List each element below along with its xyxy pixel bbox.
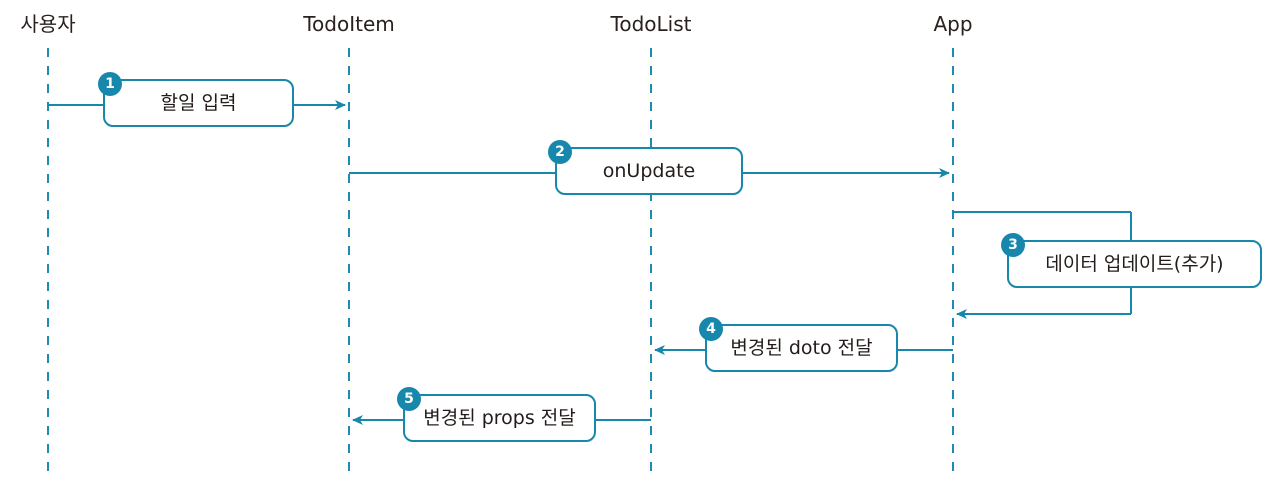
message-label-5: 변경된 props 전달 xyxy=(423,406,576,429)
sequence-badge-5: 5 xyxy=(397,387,421,411)
message-label-3: 데이터 업데이트(추가) xyxy=(1045,252,1224,275)
participant-header-todoitem[interactable]: TodoItem xyxy=(303,12,395,36)
sequence-badge-1: 1 xyxy=(98,72,122,96)
sequence-badge-2: 2 xyxy=(548,140,572,164)
message-box-5[interactable]: 변경된 props 전달 xyxy=(403,394,596,442)
participant-header-user[interactable]: 사용자 xyxy=(20,12,76,36)
message-box-2[interactable]: onUpdate xyxy=(555,147,743,195)
message-label-4: 변경된 doto 전달 xyxy=(730,336,873,359)
message-label-1: 할일 입력 xyxy=(160,91,237,114)
participant-header-app[interactable]: App xyxy=(933,12,973,36)
sequence-badge-3: 3 xyxy=(1001,233,1025,257)
message-label-2: onUpdate xyxy=(602,159,696,182)
message-box-3[interactable]: 데이터 업데이트(추가) xyxy=(1007,240,1262,288)
message-box-4[interactable]: 변경된 doto 전달 xyxy=(705,324,898,372)
participant-header-todolist[interactable]: TodoList xyxy=(610,12,692,36)
sequence-badge-4: 4 xyxy=(699,317,723,341)
message-box-1[interactable]: 할일 입력 xyxy=(103,79,294,127)
